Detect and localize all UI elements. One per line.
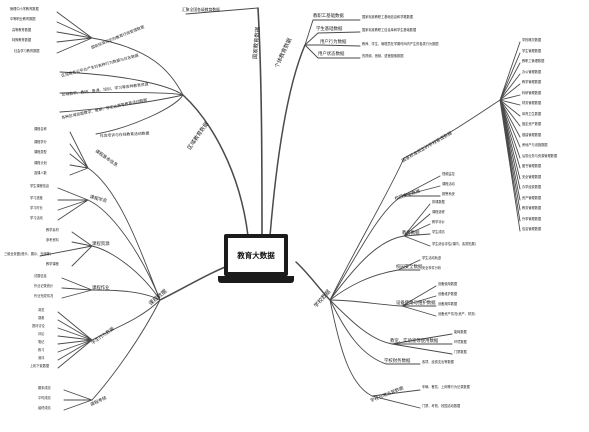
course-item: 平时成绩 bbox=[38, 396, 51, 400]
individual-item: 教职工基础数据 bbox=[313, 14, 344, 19]
individual-desc: 教师、学生、管理员在学期时间内产生的各类行为数据 bbox=[362, 42, 439, 46]
school-item: 课程活动 bbox=[442, 182, 455, 186]
school-group: 教室、实验室等使用数据 bbox=[390, 339, 439, 344]
school-group: 学校财务数据 bbox=[384, 359, 411, 364]
school-item: 房地产与设施数据 bbox=[522, 143, 548, 147]
individual-item: 学生基础数据 bbox=[316, 27, 343, 32]
school-item: 图书管理数据 bbox=[522, 164, 542, 168]
course-group: 课程作业 bbox=[92, 286, 110, 291]
course-item: 笔记 bbox=[38, 340, 45, 344]
school-item: 财务管理数据 bbox=[522, 101, 542, 105]
school-item: 资产管理数据 bbox=[522, 196, 542, 200]
center-title: 教育大数据 bbox=[237, 250, 275, 260]
regional-sub: 社会学习教育数据 bbox=[14, 49, 40, 53]
course-item: 期末成绩 bbox=[38, 386, 51, 390]
course-item: 评论 bbox=[38, 332, 45, 336]
individual-item: 用户行为数据 bbox=[320, 40, 347, 45]
laptop-base bbox=[218, 276, 294, 283]
school-item: 排课数据 bbox=[432, 200, 445, 204]
school-item: 教学评价 bbox=[432, 220, 445, 224]
course-item: 作业记录统计 bbox=[34, 284, 54, 288]
school-item: 基建管理数据 bbox=[522, 133, 542, 137]
school-item: 教职工管理数据 bbox=[522, 59, 545, 63]
school-item: 车辆、餐饮、上网等行为记录数据 bbox=[422, 385, 470, 389]
individual-desc: 的视频、音频、语音图像数据 bbox=[362, 54, 404, 58]
course-item: 课程计划 bbox=[34, 161, 47, 165]
school-item: 报警系统 bbox=[442, 192, 455, 196]
school-group: 教务数据 bbox=[402, 231, 420, 236]
course-item: 练习 bbox=[38, 348, 45, 352]
course-item: 学习时长 bbox=[30, 206, 43, 210]
school-item: 信息管理数据 bbox=[522, 227, 542, 231]
course-item: 选课人数 bbox=[34, 171, 47, 175]
course-item: 课程类型 bbox=[34, 150, 47, 154]
school-item: 设备使用数据 bbox=[438, 282, 458, 286]
school-item: 学生活动轨迹 bbox=[422, 256, 442, 260]
school-item: 外事管理数据 bbox=[522, 217, 542, 221]
course-item: 提问讨论 bbox=[32, 324, 45, 328]
center-laptop-icon: 教育大数据 bbox=[218, 234, 294, 286]
course-item: 学习进度 bbox=[30, 196, 43, 200]
school-item: 体育卫生数据 bbox=[522, 112, 542, 116]
course-item: 教学课程 bbox=[46, 262, 59, 266]
course-item: 课程名称 bbox=[34, 127, 47, 131]
school-item: 安全事件分析 bbox=[422, 266, 442, 270]
course-item: 上机下载数据 bbox=[30, 364, 50, 368]
school-item: 视频监控 bbox=[442, 172, 455, 176]
school-item: 后勤业务与资源管理数据 bbox=[522, 154, 558, 158]
school-item: 科研管理数据 bbox=[522, 91, 542, 95]
school-item: 课程选修 bbox=[432, 210, 445, 214]
course-item: 作业完成情况 bbox=[34, 294, 54, 298]
school-item: 教务管理数据 bbox=[522, 206, 542, 210]
school-item: 设备资产情况(资产、财务) bbox=[438, 312, 476, 316]
regional-sub: 高等教育数据 bbox=[12, 28, 32, 32]
school-item: 教学管理数据 bbox=[522, 80, 542, 84]
course-item: 浏览 bbox=[38, 308, 45, 312]
school-item: 设备维护数据 bbox=[438, 292, 458, 296]
school-group: 校园安全数据 bbox=[396, 265, 423, 270]
regional-sub: 管理中小学教育数据 bbox=[10, 7, 39, 11]
course-item: 学生课程信息 bbox=[30, 184, 50, 188]
school-item: 门禁、考勤、校园活动数据 bbox=[422, 404, 461, 408]
school-item: 环境数据 bbox=[454, 340, 467, 344]
course-item: 试题信息 bbox=[34, 274, 47, 278]
course-item: 最终成绩 bbox=[38, 406, 51, 410]
individual-item: 用户状态数据 bbox=[318, 52, 345, 57]
course-item: 教学素材 bbox=[46, 228, 59, 232]
laptop-screen: 教育大数据 bbox=[224, 234, 288, 276]
regional-sub: 中等职业教育数据 bbox=[10, 17, 36, 21]
course-item: 测评 bbox=[38, 356, 45, 360]
course-item: 参考资料 bbox=[46, 238, 59, 242]
regional-sub: 特殊教育数据 bbox=[12, 38, 32, 42]
school-item: 学生管理数据 bbox=[522, 49, 542, 53]
school-item: 设备故障数据 bbox=[438, 302, 458, 306]
school-item: 学生成绩 bbox=[432, 230, 445, 234]
school-item: 各项、经费支出等数据 bbox=[422, 360, 454, 364]
course-group: 课程资源 bbox=[92, 242, 110, 247]
school-item: 学生综合评估(课内、素质拓展) bbox=[432, 242, 476, 246]
school-group: 设备使用与维护数据 bbox=[396, 301, 436, 306]
course-item: 三维全景图(音乐、展示、光驱等) bbox=[4, 252, 52, 256]
course-item: 学习活动 bbox=[30, 216, 43, 220]
individual-desc: 国家标准教职工信息库和学生基础数据 bbox=[362, 28, 417, 32]
individual-desc: 国家标准教职工基础信息和学籍数据 bbox=[362, 15, 413, 19]
school-item: 办公管理数据 bbox=[522, 70, 542, 74]
school-item: 能耗数据 bbox=[454, 330, 467, 334]
school-item: 学校概况数据 bbox=[522, 38, 542, 42]
national-child: 汇聚全国各级教育数据 bbox=[182, 7, 220, 12]
school-item: 固定资产数据 bbox=[522, 122, 542, 126]
laptop-screen-inner: 教育大数据 bbox=[228, 238, 284, 272]
school-item: 门禁数据 bbox=[454, 350, 467, 354]
course-item: 观看 bbox=[38, 316, 45, 320]
school-item: 办学经费数据 bbox=[522, 185, 542, 189]
course-item: 课程学分 bbox=[34, 140, 47, 144]
school-item: 安全管理数据 bbox=[522, 175, 542, 179]
